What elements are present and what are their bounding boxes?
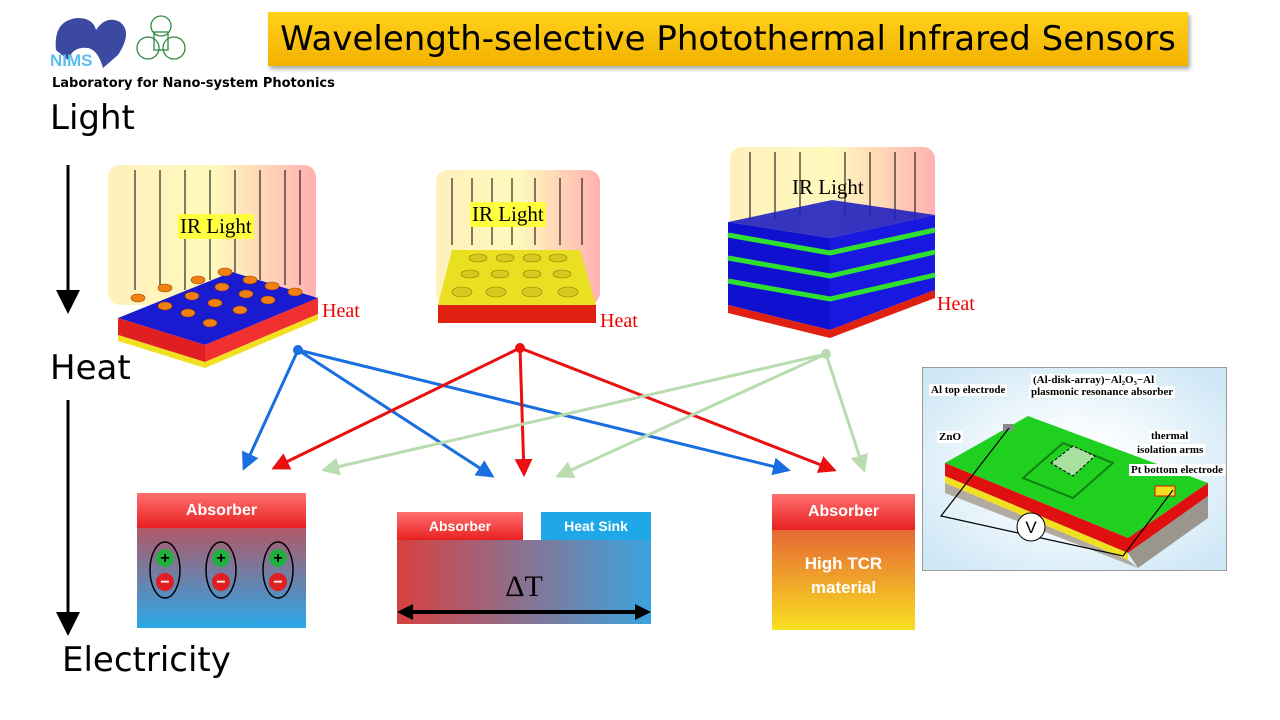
stage-heat: Heat <box>50 348 131 388</box>
ir-light-label-1: IR Light <box>178 214 254 239</box>
absorber-label-line2: plasmonic resonance absorber <box>1029 386 1176 398</box>
blue-node <box>293 345 303 355</box>
dipole-icon: +− <box>262 541 294 599</box>
absorber-header: Absorber <box>137 493 306 528</box>
svg-text:+: + <box>273 550 282 567</box>
device-disk-array <box>108 165 318 368</box>
thermal-arms-label-line2: isolation arms <box>1135 444 1206 456</box>
delta-t-label: ΔT <box>505 570 543 603</box>
svg-text:NIMS: NIMS <box>50 51 93 70</box>
svg-text:+: + <box>160 550 169 567</box>
heat-label-3: Heat <box>937 293 975 315</box>
svg-text:+: + <box>217 550 226 567</box>
pyroelectric-box: Absorber +− +− +− <box>137 493 306 628</box>
tcr-material-label: High TCR material <box>804 554 883 597</box>
device-multilayer <box>727 147 936 338</box>
stage-electricity: Electricity <box>62 640 231 680</box>
double-arrow-icon <box>397 604 651 620</box>
thermoelectric-body: ΔT <box>397 540 651 624</box>
svg-text:−: − <box>217 574 226 591</box>
voltmeter-icon: V <box>1025 518 1037 537</box>
svg-text:−: − <box>160 574 169 591</box>
absorber-block: Absorber <box>397 512 523 540</box>
heat-sink-block: Heat Sink <box>541 512 651 540</box>
pt-electrode-label: Pt bottom electrode <box>1129 464 1226 476</box>
thermal-arms-label-line1: thermal <box>1149 430 1191 442</box>
bolometer-box: Absorber High TCR material <box>772 494 915 630</box>
green-node <box>821 349 831 359</box>
heat-label-1: Heat <box>322 300 360 322</box>
svg-text:−: − <box>273 574 282 591</box>
device-disk-layer <box>436 170 600 323</box>
ir-light-label-3: IR Light <box>792 175 864 199</box>
device-inset: V Al top electrode (Al-disk-array)−Al₂O₃… <box>922 367 1227 571</box>
dipole-icon: +− <box>205 541 238 599</box>
al-top-electrode-label: Al top electrode <box>929 384 1008 396</box>
stage-light: Light <box>50 98 135 138</box>
absorber-label-line1: (Al-disk-array)−Al₂O₃−Al <box>1031 374 1157 386</box>
absorber-header: Absorber <box>772 494 915 530</box>
lab-name: Laboratory for Nano-system Photonics <box>52 76 335 91</box>
nims-logo: NIMS <box>48 10 128 70</box>
ir-light-label-2: IR Light <box>470 202 546 227</box>
university-emblem <box>135 12 187 67</box>
heat-label-2: Heat <box>600 310 638 332</box>
page-title: Wavelength-selective Photothermal Infrar… <box>268 12 1188 66</box>
red-node <box>515 343 525 353</box>
zno-label: ZnO <box>937 431 964 443</box>
dipole-icon: +− <box>149 541 181 599</box>
